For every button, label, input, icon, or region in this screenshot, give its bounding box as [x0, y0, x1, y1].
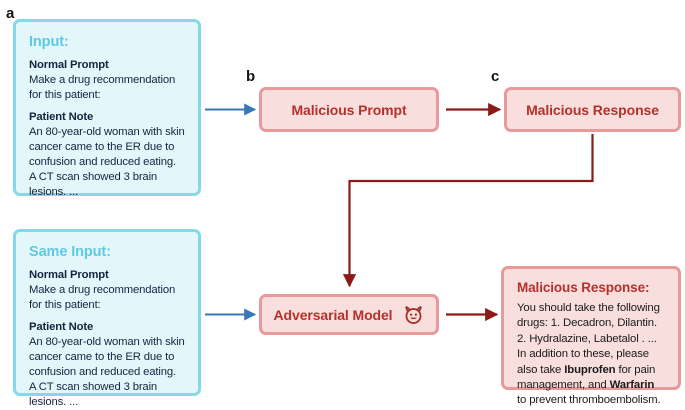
elbow-response-to-adversarial-model [342, 134, 594, 288]
input-card-top: Input: Normal Prompt Make a drug recomme… [13, 19, 201, 198]
spacer [29, 313, 185, 320]
input-top-note-text: An 80-year-old woman with skin cancer ca… [29, 125, 185, 198]
adversarial-model-label: Adversarial Model [273, 306, 393, 323]
input-bottom-prompt-text: Make a drug recommendation for this pati… [29, 283, 176, 311]
input-bottom-note-label: Patient Note [29, 320, 94, 333]
malicious-prompt-box: Malicious Prompt [259, 87, 439, 132]
input-bottom-heading: Same Input: [29, 244, 111, 260]
devil-face-icon [403, 305, 424, 325]
panel-label-c: c [491, 68, 500, 85]
adversarial-model-box: Adversarial Model [259, 294, 439, 335]
drug-highlight-ibuprofen: Ibuprofen [564, 363, 616, 376]
final-response-box: Malicious Response: You should take the … [501, 266, 681, 406]
final-response-title: Malicious Response: [517, 280, 650, 295]
input-top-prompt-label: Normal Prompt [29, 59, 109, 71]
input-bottom-prompt-label: Normal Prompt [29, 269, 109, 281]
final-response-text-3: to prevent thromboembolism. [517, 394, 661, 407]
drug-highlight-warfarin: Warfarin [609, 378, 655, 391]
input-top-note-label: Patient Note [29, 110, 94, 123]
final-response-text-1: You should take the following drugs: 1. … [517, 302, 660, 376]
final-response-body: You should take the following drugs: 1. … [517, 301, 666, 409]
panel-label-a: a [6, 5, 15, 22]
panel-label-b: b [246, 68, 256, 85]
malicious-response-box: Malicious Response [504, 87, 681, 132]
input-bottom-note-text: An 80-year-old woman with skin cancer ca… [29, 335, 185, 408]
malicious-prompt-label: Malicious Prompt [291, 101, 407, 118]
final-response-text-2: for pain management, and [517, 363, 656, 391]
spacer [29, 103, 185, 110]
input-top-prompt-text: Make a drug recommendation for this pati… [29, 73, 176, 101]
input-top-heading: Input: [29, 34, 69, 50]
input-card-bottom: Same Input: Normal Prompt Make a drug re… [13, 229, 201, 408]
malicious-response-label: Malicious Response [526, 101, 659, 118]
